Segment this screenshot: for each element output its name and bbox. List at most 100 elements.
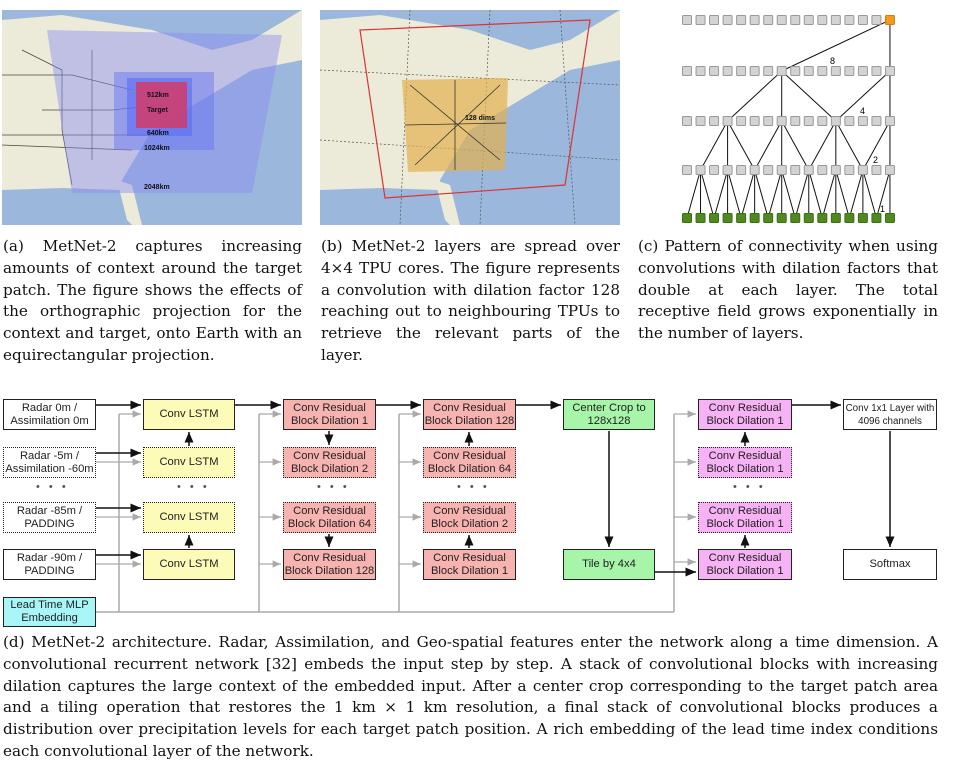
caption-a: (a) MetNet-2 captures increasing amounts… — [3, 237, 302, 364]
context-map: 512km Target 640km 1024km 2048km — [2, 10, 302, 225]
input-node — [790, 213, 801, 223]
dilation-edge — [781, 169, 796, 219]
hidden-node — [844, 116, 855, 126]
hidden-node — [803, 165, 814, 175]
hidden-node — [722, 15, 733, 25]
label-128-dims: 128 dims — [465, 115, 495, 122]
hidden-node — [844, 165, 855, 175]
dilation-edge — [767, 169, 783, 219]
hidden-node — [803, 15, 814, 25]
input-node — [709, 213, 720, 223]
softmax: Softmax — [843, 549, 937, 580]
hidden-node — [817, 116, 828, 126]
dilation-edge — [835, 70, 891, 122]
caption-b: (b) MetNet-2 layers are spread over 4×4 … — [321, 237, 620, 364]
input-node — [844, 213, 855, 223]
dilation-label-4: 4 — [860, 106, 866, 116]
conv-residual-block: Conv Residual Block Dilation 2 — [423, 502, 516, 533]
dilation-edge — [794, 169, 810, 219]
input-node — [871, 213, 882, 223]
input-node — [695, 213, 706, 223]
conv-residual-block: Conv Residual Block Dilation 128 — [423, 399, 516, 430]
hidden-node — [736, 66, 747, 76]
conv-residual-block: Conv Residual Block Dilation 128 — [283, 549, 376, 580]
dilation-edge — [700, 169, 715, 219]
hidden-node — [790, 66, 801, 76]
hidden-node — [790, 165, 801, 175]
conv-lstm: Conv LSTM — [143, 447, 235, 478]
input-node — [722, 213, 733, 223]
conv-lstm: Conv LSTM — [143, 399, 235, 430]
hidden-node — [736, 116, 747, 126]
tile-4x4: Tile by 4x4 — [563, 549, 655, 580]
hidden-node — [749, 15, 760, 25]
dilation-edge — [727, 169, 742, 219]
hidden-node — [722, 165, 733, 175]
hidden-node — [695, 15, 706, 25]
dilation-edge — [781, 70, 837, 122]
ellipsis: • • • — [733, 481, 766, 493]
hidden-node — [844, 66, 855, 76]
hidden-node — [749, 66, 760, 76]
input-node — [749, 213, 760, 223]
hidden-node — [695, 165, 706, 175]
conv-residual-block: Conv Residual Block Dilation 1 — [283, 399, 376, 430]
hidden-node — [682, 116, 692, 126]
hidden-node — [709, 66, 720, 76]
output-node — [884, 15, 895, 25]
hidden-node — [817, 15, 828, 25]
dilation-edge — [754, 169, 769, 219]
dilation-edge — [781, 19, 891, 72]
hidden-node — [871, 15, 882, 25]
hidden-node — [682, 15, 692, 25]
dilation-edge — [821, 169, 837, 219]
input-node — [830, 213, 841, 223]
hidden-node — [857, 165, 868, 175]
architecture-connectors — [96, 400, 895, 613]
hidden-node — [776, 165, 787, 175]
hidden-node — [871, 66, 882, 76]
hidden-node — [709, 15, 720, 25]
dilation-edge — [808, 169, 823, 219]
hidden-node — [776, 116, 787, 126]
hidden-node — [884, 116, 895, 126]
hidden-node — [749, 116, 760, 126]
dilation-edge — [862, 120, 891, 171]
input-node — [776, 213, 787, 223]
hidden-node — [884, 165, 895, 175]
hidden-node — [722, 66, 733, 76]
conv-residual-block: Conv Residual Block Dilation 64 — [423, 447, 516, 478]
label-2048km: 2048km — [144, 184, 170, 191]
hidden-node — [736, 15, 747, 25]
hidden-node — [884, 66, 895, 76]
dilation-edge — [700, 120, 729, 171]
conv-residual-block: Conv Residual Block Dilation 1 — [698, 447, 792, 478]
dilation-edge — [727, 120, 756, 171]
hidden-node — [830, 66, 841, 76]
hidden-node — [722, 116, 733, 126]
ellipsis: • • • — [177, 481, 210, 493]
hidden-node — [790, 15, 801, 25]
dilation-edge — [875, 169, 891, 219]
label-target: Target — [147, 107, 169, 114]
conv-residual-block: Conv Residual Block Dilation 1 — [698, 549, 792, 580]
input-node — [763, 213, 774, 223]
hidden-node — [695, 66, 706, 76]
dilation-edge — [713, 169, 729, 219]
dilation-label-2: 2 — [873, 155, 879, 165]
input-radar-5m: Radar -5m / Assimilation -60m — [3, 447, 96, 478]
input-radar-90m: Radar -90m / PADDING — [3, 549, 96, 580]
hidden-node — [871, 165, 882, 175]
hidden-node — [857, 116, 868, 126]
ellipsis: • • • — [36, 481, 69, 493]
conv-residual-block: Conv Residual Block Dilation 2 — [283, 447, 376, 478]
dilation-edge — [835, 120, 864, 171]
hidden-node — [682, 66, 692, 76]
hidden-node — [682, 165, 692, 175]
tpu-grid-border — [359, 19, 591, 199]
center-crop: Center Crop to 128x128 — [563, 399, 655, 430]
tpu-map: 128 dims — [320, 10, 620, 225]
hidden-node — [871, 116, 882, 126]
input-node — [682, 213, 692, 223]
